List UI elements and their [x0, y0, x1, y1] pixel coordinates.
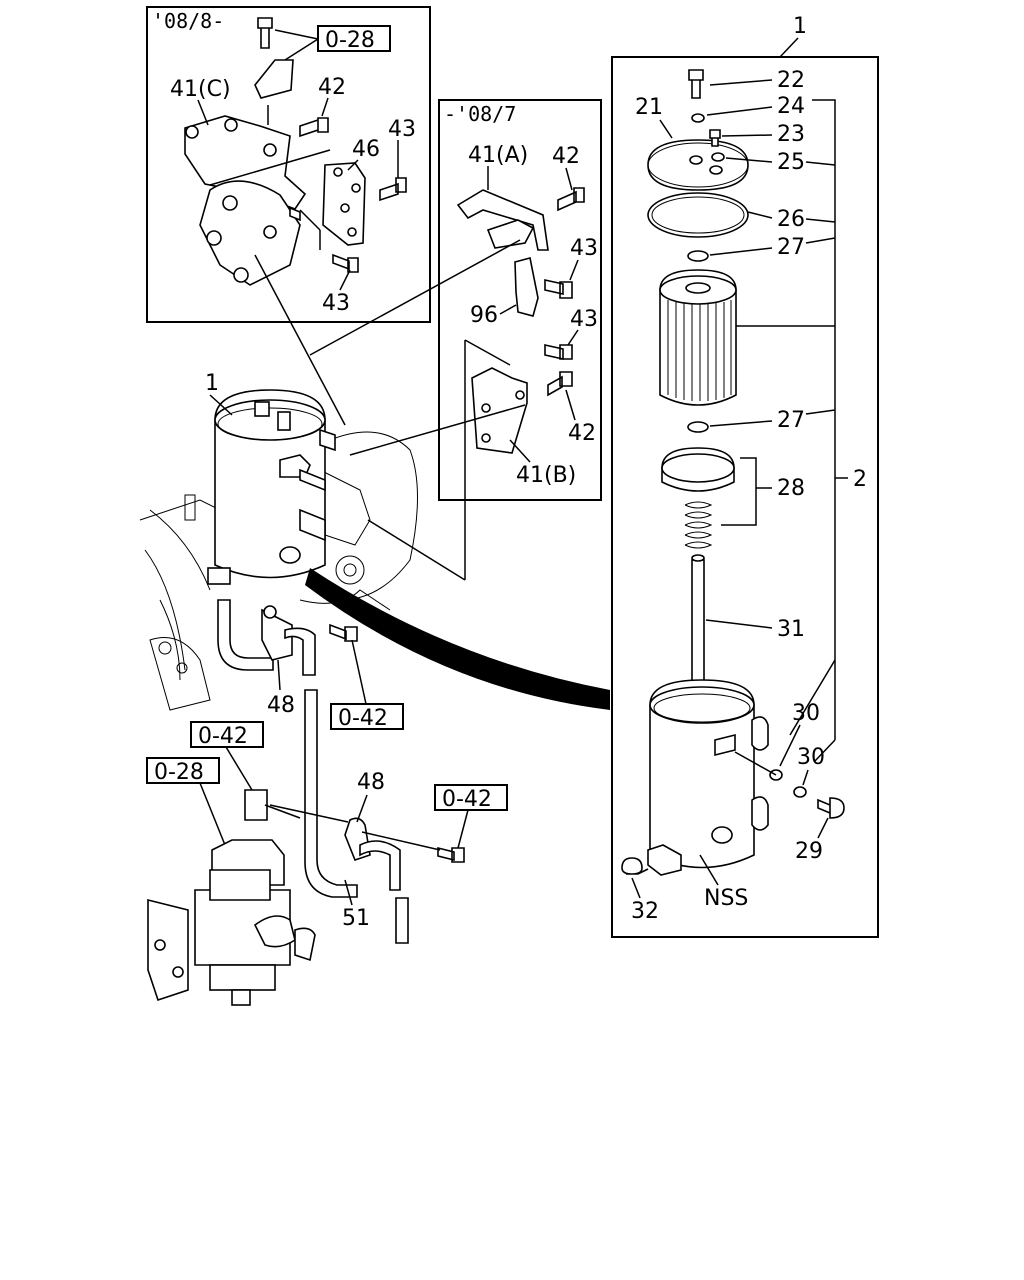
ref-042-left: 0-42 — [198, 724, 248, 749]
inset-late-model: '08/8- 0-28 41(C) 42 — [146, 6, 431, 323]
bolt-icon — [379, 177, 407, 202]
label-1-main: 1 — [205, 371, 219, 396]
bracket-icon — [254, 59, 294, 99]
bracket-96-icon — [514, 257, 539, 317]
label-43-c2: 43 — [322, 291, 350, 316]
label-96: 96 — [470, 303, 498, 328]
label-24: 24 — [777, 94, 805, 119]
bolt-icon — [437, 846, 465, 863]
clip-icon — [244, 789, 268, 821]
engine-outline — [144, 509, 211, 681]
label-41b: 41(B) — [516, 463, 576, 488]
label-42-c: 42 — [318, 75, 346, 100]
label-41c: 41(C) — [170, 77, 231, 102]
label-46: 46 — [352, 137, 380, 162]
bolt-icon — [547, 371, 573, 397]
label-28: 28 — [777, 476, 805, 501]
label-26: 26 — [777, 207, 805, 232]
label-31: 31 — [777, 617, 805, 642]
bracket-41b-icon — [471, 367, 528, 454]
bolt-32-icon — [621, 857, 649, 875]
bolt-icon — [544, 344, 573, 360]
inset-late-title: '08/8- — [152, 9, 224, 33]
bolt-icon — [329, 623, 358, 642]
label-23: 23 — [777, 122, 805, 147]
inset-early-title: -'08/7 — [444, 102, 516, 126]
label-41a: 41(A) — [468, 143, 528, 168]
spring-icon — [684, 501, 713, 549]
bolt-22-icon — [688, 69, 704, 99]
bolt-icon — [544, 279, 573, 299]
label-32: 32 — [631, 899, 659, 924]
pump-mount-icon — [147, 898, 189, 1002]
label-29: 29 — [795, 839, 823, 864]
bracket-icon — [486, 219, 535, 249]
label-30-b: 30 — [797, 745, 825, 770]
label-43-b: 43 — [570, 307, 598, 332]
label-30-a: 30 — [792, 701, 820, 726]
bracket-41a-icon — [456, 189, 549, 251]
filter-bowl-icon — [649, 679, 755, 869]
main-assembly: 1 48 48 51 0-42 0-42 0-28 — [139, 239, 526, 1006]
label-42-a: 42 — [552, 144, 580, 169]
bolt-icon — [557, 187, 585, 212]
label-27-a: 27 — [777, 235, 805, 260]
bracket-41c-icon — [184, 115, 307, 210]
fuel-pipe-51-icon — [304, 689, 358, 898]
bolt-icon — [257, 17, 273, 49]
label-21: 21 — [635, 95, 663, 120]
label-48-b: 48 — [357, 770, 385, 795]
bolt-23-icon — [709, 129, 721, 147]
label-51: 51 — [342, 906, 370, 931]
connector-band — [305, 568, 610, 710]
filter-cover-21-icon — [647, 139, 749, 191]
filter-element-icon — [659, 269, 737, 406]
label-22: 22 — [777, 68, 805, 93]
label-2: 2 — [853, 467, 867, 492]
label-25: 25 — [777, 150, 805, 175]
ref-028-left: 0-28 — [154, 760, 204, 785]
label-43-c: 43 — [388, 117, 416, 142]
label-42-b: 42 — [568, 421, 596, 446]
pump-body-outline — [309, 431, 418, 601]
label-27-b: 27 — [777, 408, 805, 433]
label-nss: NSS — [704, 886, 748, 911]
bolt-icon — [332, 253, 359, 273]
inset-early-model: -'08/7 41(A) 42 43 96 43 42 41(B) — [438, 99, 602, 580]
label-43-a: 43 — [570, 236, 598, 261]
ref-042-mid: 0-42 — [338, 706, 388, 731]
engine-mount-icon — [149, 637, 211, 711]
label-1-right: 1 — [793, 14, 807, 39]
bolt-icon — [289, 206, 301, 222]
label-48-a: 48 — [267, 693, 295, 718]
ref-028-top: 0-28 — [325, 28, 375, 53]
bolt-29-icon — [817, 797, 845, 819]
ref-042-right: 0-42 — [442, 787, 492, 812]
bolt-icon — [299, 117, 329, 138]
detail-exploded-view: 1 22 24 21 23 25 26 27 — [611, 14, 879, 938]
